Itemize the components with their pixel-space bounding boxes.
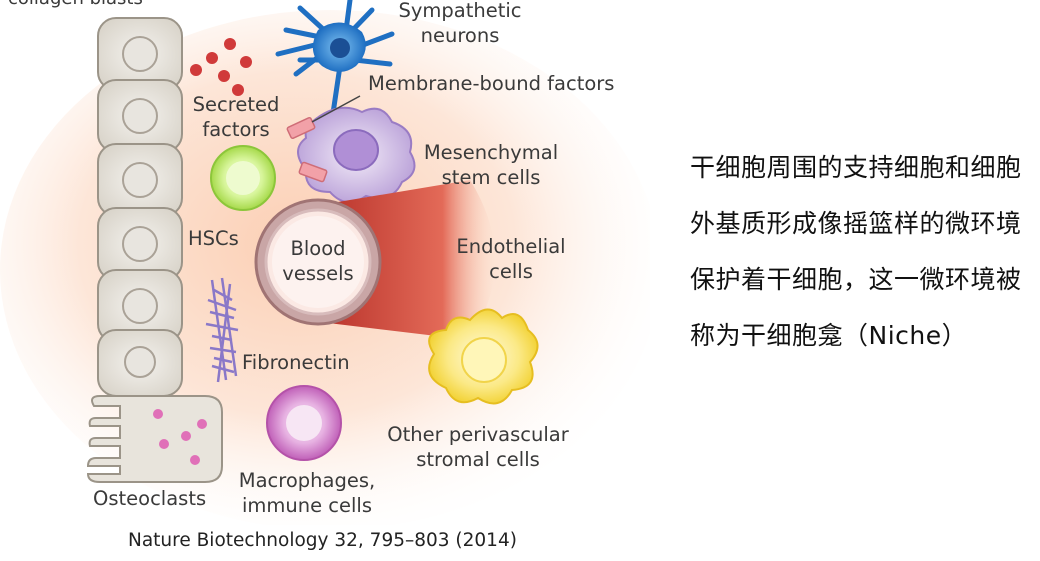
caption-text: 干细胞周围的支持细胞和细胞外基质形成像摇篮样的微环境保护着干细胞，这一微环境被称… xyxy=(690,153,1022,350)
label-secreted-factors: Secreted factors xyxy=(192,93,280,141)
osteoclast-dot xyxy=(153,409,163,419)
label-mesenchymal-stem-cells: Mesenchymal stem cells xyxy=(423,141,559,189)
sympathetic-neuron xyxy=(275,0,395,123)
label-blood-vessels: Blood vessels xyxy=(282,237,354,285)
label-sympathetic-neurons: Sympathetic neurons xyxy=(398,0,522,47)
osteoclast-dot xyxy=(197,419,207,429)
stem-cell-niche-diagram xyxy=(0,0,650,525)
macrophage-cell xyxy=(266,385,342,461)
label-osteoclasts: Osteoclasts xyxy=(93,487,207,510)
fibronectin-fibers xyxy=(205,277,239,383)
osteoblast-cells xyxy=(97,17,183,397)
label-hscs: HSCs xyxy=(188,227,239,250)
label-collagen-blasts: collagen blasts xyxy=(8,0,143,11)
osteoclast-dot xyxy=(190,455,200,465)
perivascular-stromal-cell xyxy=(428,308,539,405)
mesenchymal-stem-cell xyxy=(297,106,416,203)
osteoclast-dot xyxy=(159,439,169,449)
label-macrophages-immune-cells: Macrophages, immune cells xyxy=(238,469,376,517)
label-endothelial-cells: Endothelial cells xyxy=(456,235,566,283)
label-membrane-bound-factors: Membrane-bound factors xyxy=(368,72,615,95)
hsc-cell xyxy=(210,145,276,211)
membrane-bound-factors xyxy=(286,95,361,183)
osteoclast-dot xyxy=(181,431,191,441)
label-fibronectin: Fibronectin xyxy=(242,351,350,374)
osteoclast-cell xyxy=(86,395,223,483)
citation: Nature Biotechnology 32, 795–803 (2014) xyxy=(128,530,517,551)
secreted-factor-dots xyxy=(190,38,252,96)
label-other-perivascular-stromal-cells: Other perivascular stromal cells xyxy=(387,423,569,471)
blood-vessel xyxy=(254,180,495,340)
